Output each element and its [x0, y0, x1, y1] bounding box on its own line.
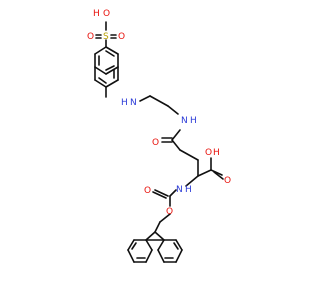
amine-nitrogen: N [130, 98, 137, 108]
sulfonic-oh-oxygen: O [103, 9, 110, 19]
bond [171, 129, 181, 141]
bond [94, 66, 107, 75]
bond [94, 79, 107, 88]
amide-oxygen: O [152, 138, 159, 148]
bond [167, 105, 179, 115]
bond [145, 231, 156, 241]
bond-layer [94, 21, 224, 263]
bond [131, 242, 137, 250]
bond [127, 249, 135, 263]
sulfonic-oxygen-right: O [118, 32, 125, 42]
bond [175, 249, 183, 263]
acid-oxygen-bottom: O [224, 176, 231, 186]
bond [175, 239, 183, 251]
bond [159, 213, 171, 223]
bond [149, 95, 169, 107]
carbamate-nitrogen: N [176, 185, 183, 195]
bond [94, 46, 107, 55]
bond [179, 149, 199, 161]
bond [173, 242, 179, 250]
bond [157, 249, 165, 263]
carbamate-oxygen-ester: O [166, 207, 173, 217]
bond [154, 231, 165, 241]
bond [145, 249, 153, 263]
bond [154, 221, 161, 233]
bond [127, 239, 135, 251]
bond [105, 79, 119, 88]
sulfonic-hydrogen: H [93, 9, 100, 19]
bond [213, 171, 224, 180]
molecule-structure: O H S O O H N N H O O H O N H O O [87, 9, 231, 263]
bond [197, 169, 212, 177]
sulfonic-sulfur: S [103, 32, 109, 42]
bond [152, 191, 167, 199]
bond [171, 139, 181, 151]
amine-hydrogen: H [121, 98, 128, 108]
bond [210, 169, 223, 176]
bond [105, 50, 115, 57]
bond [105, 46, 119, 55]
carbamate-hydrogen: H [185, 185, 192, 195]
bond [169, 189, 177, 197]
acid-hydrogen: H [213, 148, 220, 158]
bond [98, 77, 107, 84]
acid-oxygen-top: O [205, 148, 212, 158]
amide-nitrogen: N [181, 116, 188, 126]
atom-label-layer: O H S O O H N N H O O H O N H O O [87, 9, 231, 217]
bond [139, 95, 151, 102]
sulfonic-oxygen-left: O [87, 32, 94, 42]
carbamate-oxygen-double: O [144, 186, 151, 196]
bond [145, 239, 153, 251]
amide-hydrogen: H [190, 116, 197, 126]
bond [105, 66, 119, 75]
bond [157, 239, 165, 251]
bond [105, 65, 115, 71]
bond [154, 189, 169, 197]
bond [185, 175, 199, 187]
